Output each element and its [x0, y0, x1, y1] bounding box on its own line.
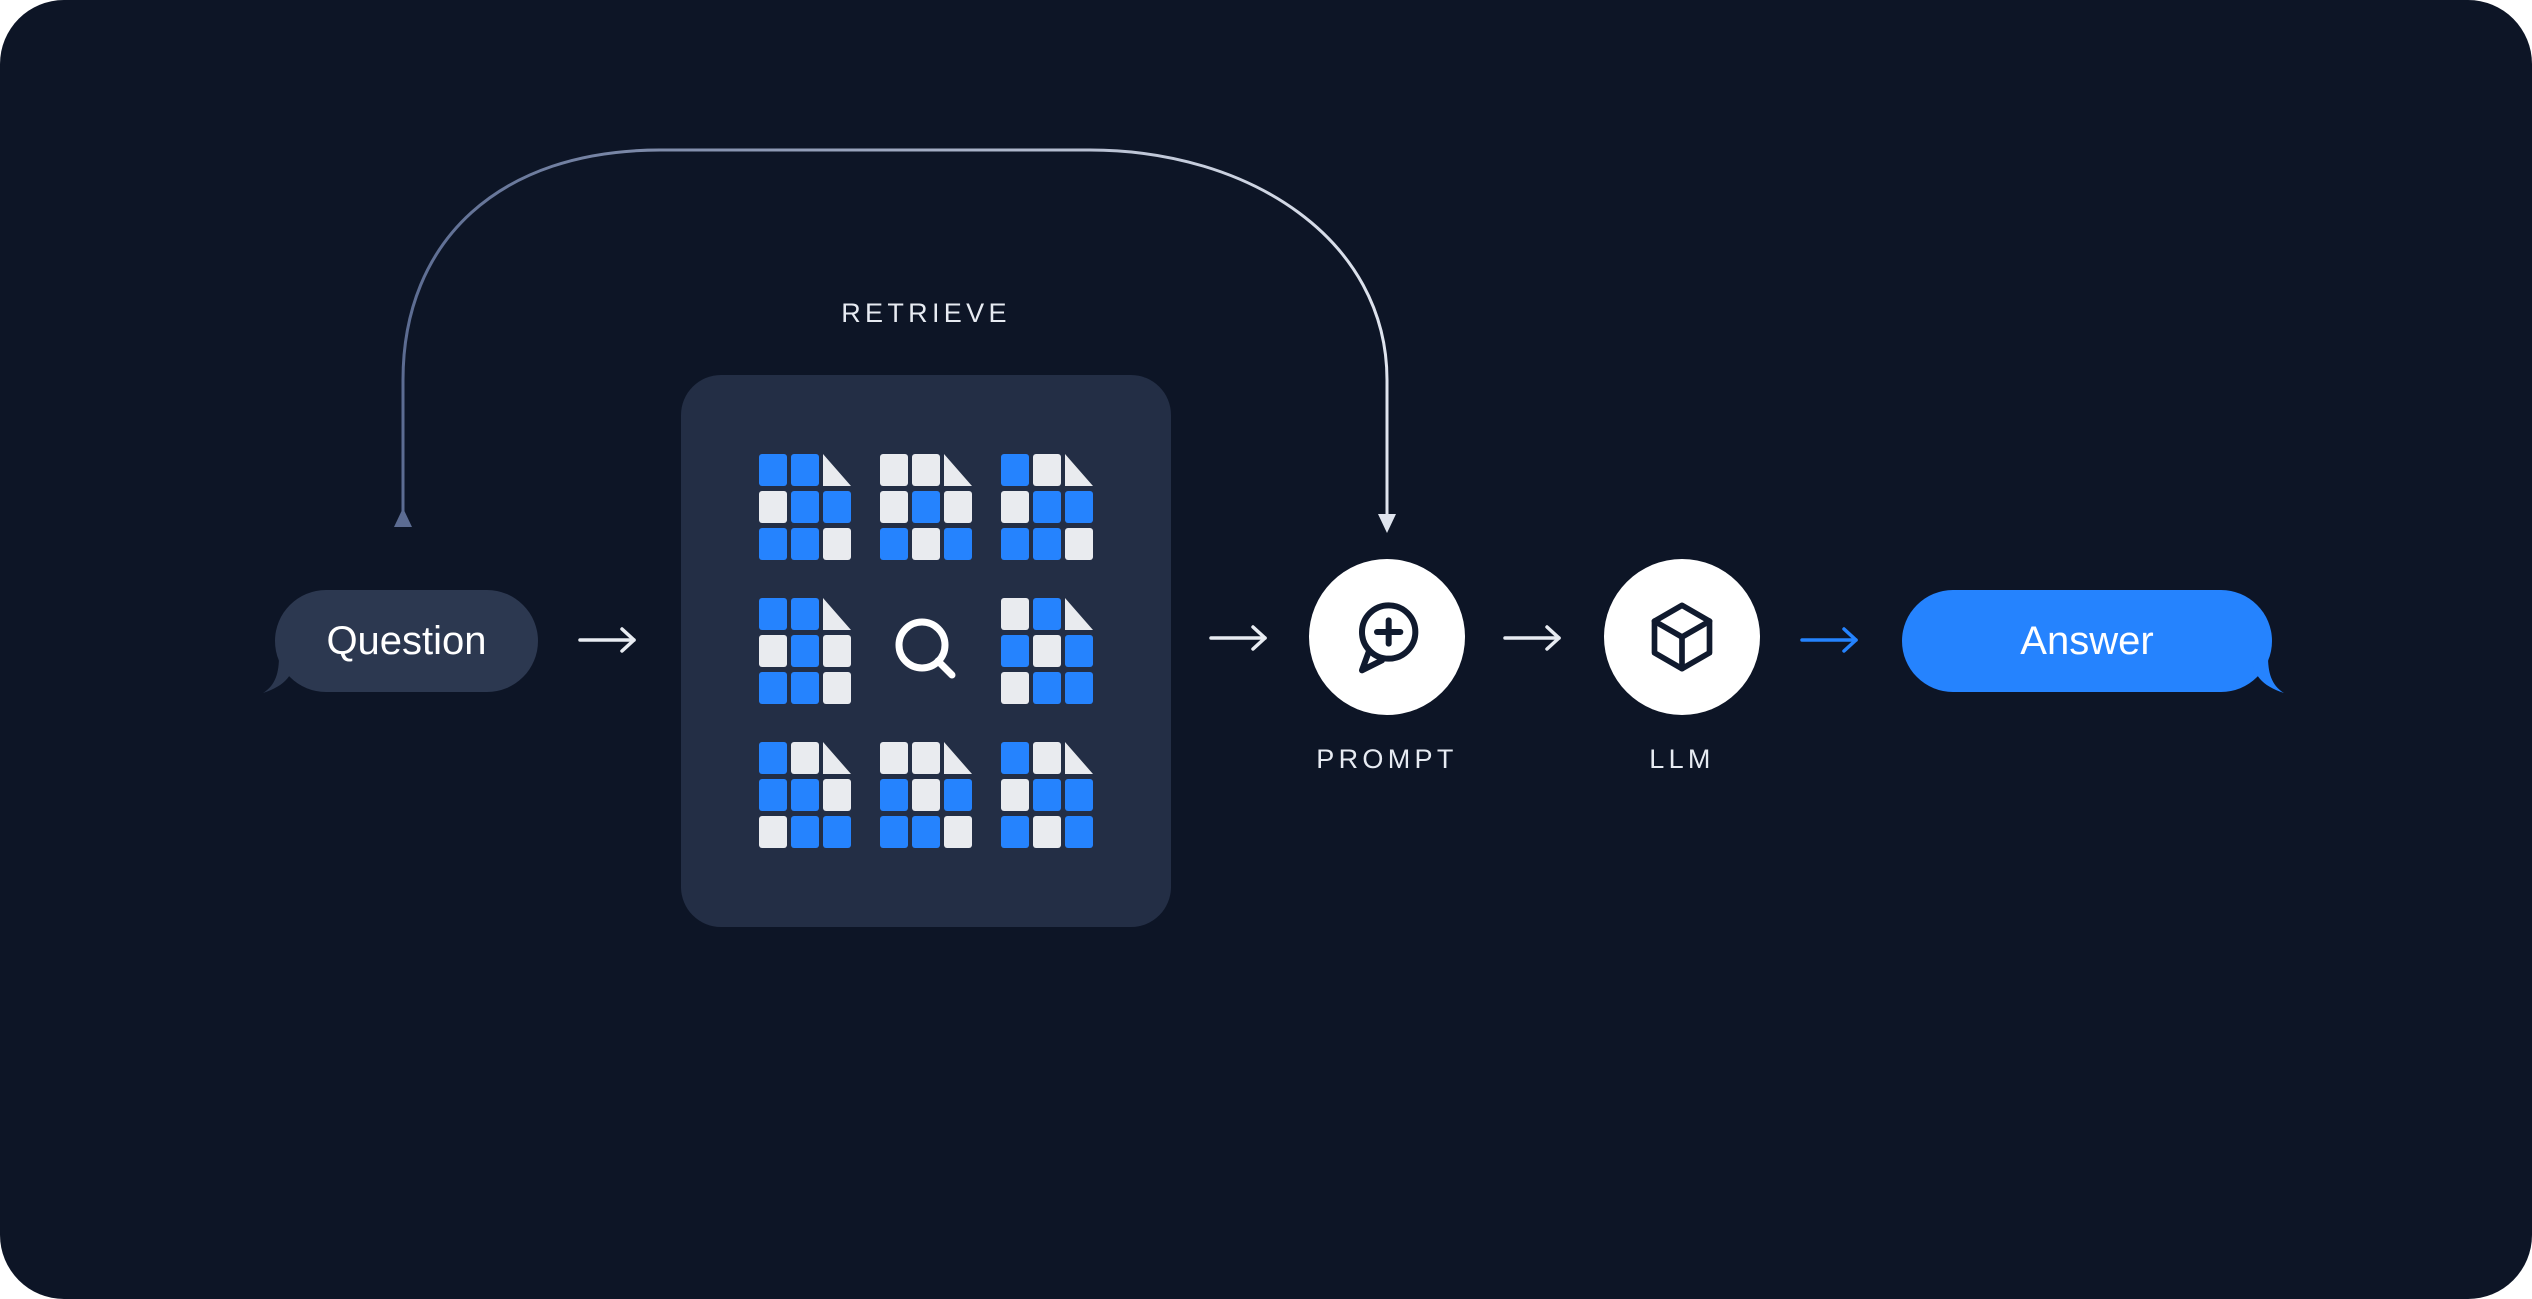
- document-icon: [759, 454, 851, 560]
- arrow-prompt-to-llm-icon: [1503, 625, 1561, 651]
- search-magnifier-icon: [895, 618, 956, 679]
- connector-end-arrowhead: [1378, 514, 1396, 533]
- arrow-retrieve-to-prompt-icon: [1209, 625, 1267, 651]
- retrieve-box: [681, 375, 1171, 927]
- arrow-question-to-retrieve-icon: [578, 627, 636, 653]
- speech-bubble-plus-icon: [1359, 602, 1419, 674]
- folded-corner: [944, 742, 972, 774]
- retrieve-label: RETRIEVE: [841, 298, 1011, 328]
- folded-corner: [1065, 598, 1093, 630]
- document-icon: [880, 742, 972, 848]
- answer-label: Answer: [2020, 618, 2154, 663]
- document-grid: [681, 375, 1171, 927]
- search-slot: [880, 598, 972, 704]
- prompt-node: [1309, 559, 1465, 715]
- folded-corner: [1065, 742, 1093, 774]
- connector-start-arrowhead: [394, 508, 412, 527]
- answer-bubble: Answer: [1902, 590, 2284, 693]
- document-icon: [759, 742, 851, 848]
- question-label: Question: [326, 618, 487, 663]
- document-icon: [1001, 454, 1093, 560]
- question-bubble: Question: [263, 590, 538, 693]
- folded-corner: [1065, 454, 1093, 486]
- document-icon: [1001, 598, 1093, 704]
- question-bubble-tail: [263, 656, 295, 693]
- llm-node: [1604, 559, 1760, 715]
- arrow-llm-to-answer-icon: [1800, 627, 1858, 653]
- document-icon: [759, 598, 851, 704]
- cube-wireframe-icon: [1651, 602, 1713, 672]
- folded-corner: [823, 598, 851, 630]
- document-icon: [880, 454, 972, 560]
- prompt-label: PROMPT: [1316, 744, 1458, 774]
- answer-bubble-tail: [2252, 656, 2284, 693]
- folded-corner: [823, 454, 851, 486]
- folded-corner: [823, 742, 851, 774]
- document-icon: [1001, 742, 1093, 848]
- llm-label: LLM: [1649, 744, 1715, 774]
- folded-corner: [944, 454, 972, 486]
